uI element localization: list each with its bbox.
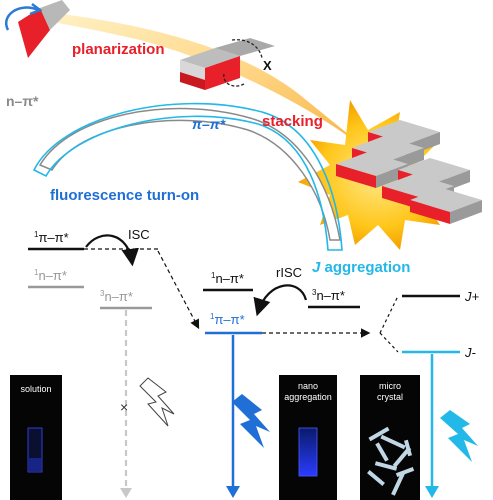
nano-aggregation-photo: nano aggregation — [279, 375, 337, 500]
mid-3npi-label: 3n–π* — [312, 288, 345, 303]
twisted-molecule-icon — [5, 0, 70, 58]
nano-photo-label-2: aggregation — [284, 392, 332, 402]
solution-photo-label: solution — [20, 384, 51, 394]
cyan-emission-bolt-icon — [440, 410, 478, 462]
n-pi-transition-arrow — [38, 107, 341, 241]
stacking-label: stacking — [262, 113, 323, 130]
left-1pipi-label: 1π–π* — [34, 230, 69, 245]
planar-molecule-icon — [180, 38, 275, 90]
rotation-blocked-mark: X — [263, 58, 272, 73]
micro-crystal-photo: micro crystal — [360, 375, 420, 500]
weak-emission-bolt-icon — [139, 377, 175, 427]
fluorescence-turn-on-label: fluorescence turn-on — [50, 187, 199, 204]
solution-photo: solution — [10, 375, 62, 500]
mid-1pipi-label: 1π–π* — [210, 312, 245, 327]
j-aggregation-label: J aggregation — [312, 259, 410, 276]
isc-to-mid-dash-arrow — [157, 250, 200, 330]
isc-arrow — [85, 234, 139, 267]
risc-arrow — [253, 284, 308, 317]
left-1npi-label: 1n–π* — [34, 268, 67, 283]
no-emission-mark: × — [120, 399, 128, 415]
isc-label: ISC — [128, 227, 150, 242]
planarization-label: planarization — [72, 41, 165, 58]
stacked-molecules-icon — [336, 120, 482, 224]
micro-photo-label-2: crystal — [377, 392, 403, 402]
n-pi-label: n–π* — [6, 93, 39, 109]
left-3npi-label: 3n–π* — [100, 289, 133, 304]
nano-photo-label-1: nano — [298, 381, 318, 391]
j-minus-label: J- — [464, 345, 477, 360]
j-splitting-lines — [379, 295, 399, 353]
pi-pi-label: π–π* — [192, 116, 226, 132]
j-aggregation-arrow — [32, 102, 343, 251]
micro-photo-label-1: micro — [379, 381, 401, 391]
j-plus-label: J+ — [464, 289, 480, 304]
risc-label: rISC — [276, 265, 302, 280]
blue-emission-bolt-icon — [232, 394, 270, 448]
mid-1npi-label: 1n–π* — [211, 271, 244, 286]
